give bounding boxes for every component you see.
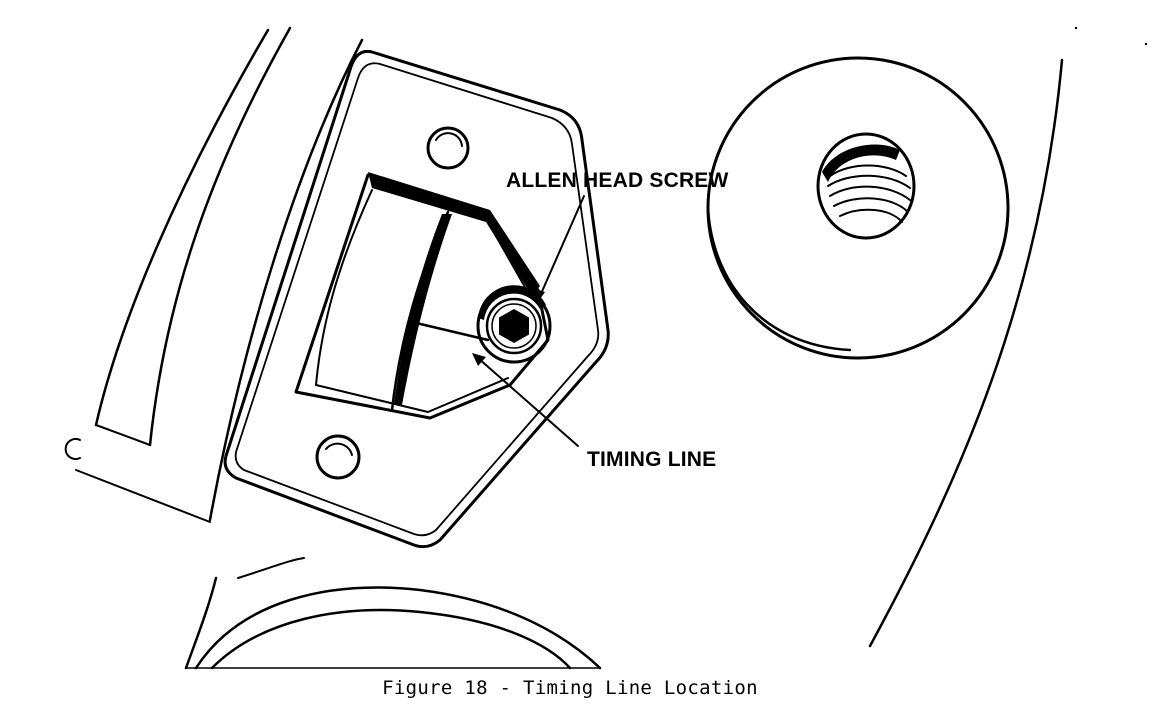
c-mark: [64, 438, 81, 460]
timing-line-label: TIMING LINE: [587, 448, 717, 471]
mounting-plate: [223, 49, 610, 549]
mounting-hole-bottom: [315, 434, 361, 480]
allen-head-screw-label: ALLEN HEAD SCREW: [506, 169, 729, 192]
mounting-hole-top: [426, 126, 470, 170]
hex-socket-icon: [499, 309, 529, 343]
timing-line-leader: [472, 353, 579, 447]
housing-bottom-curves: [184, 557, 602, 670]
timing-window: [294, 172, 550, 420]
figure-caption: Figure 18 - Timing Line Location: [382, 677, 758, 699]
housing-right-edge: [868, 58, 1064, 648]
housing-left-rails: [75, 26, 364, 523]
allen-head-screw-leader: [533, 195, 585, 302]
allen-head-screw: [476, 285, 552, 364]
timing-line: [410, 320, 490, 342]
threaded-boss: [706, 56, 1010, 360]
